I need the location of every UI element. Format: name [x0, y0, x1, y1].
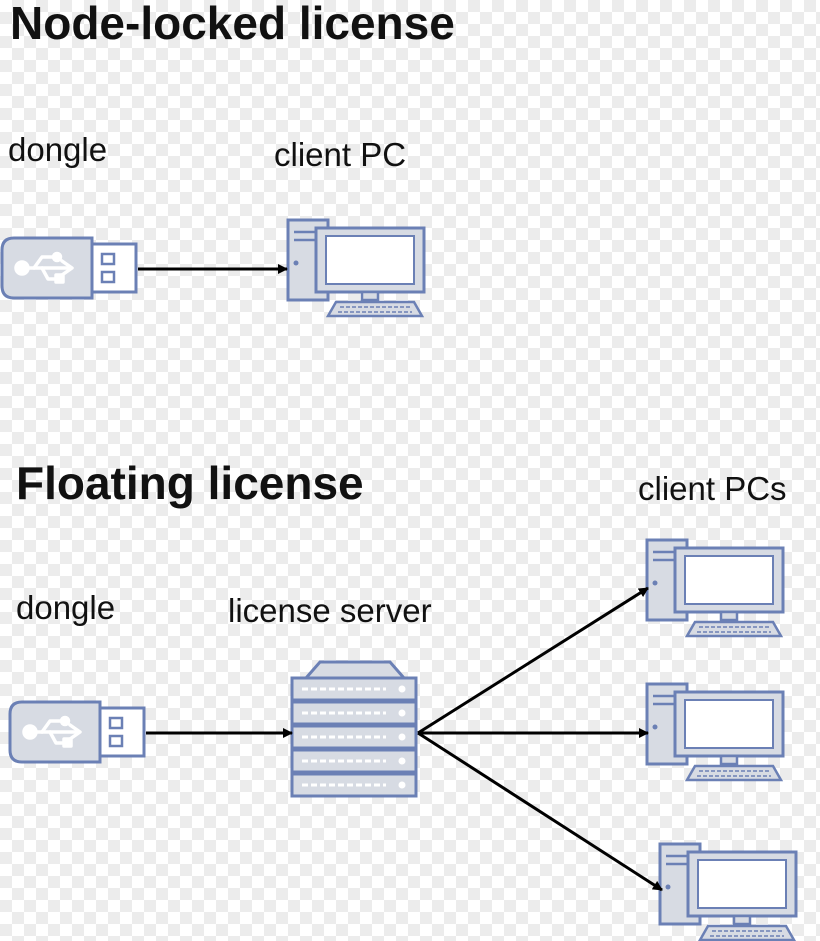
floating-clients-label: client PCs [638, 470, 787, 507]
usb-dongle-icon [0, 236, 138, 300]
node-locked-dongle-label: dongle [8, 131, 108, 168]
server-rack-icon [290, 660, 418, 798]
floating-dongle-label: dongle [16, 589, 116, 626]
desktop-pc-icon [658, 842, 798, 941]
desktop-pc-icon [645, 538, 785, 638]
server-to-client1-arrow [417, 586, 649, 735]
floating-title: Floating license [16, 457, 364, 509]
node-locked-client-label: client PC [274, 136, 407, 173]
floating-server-label: license server [228, 592, 432, 629]
usb-dongle-icon [8, 700, 146, 764]
server-to-client3-arrow [417, 731, 663, 892]
desktop-pc-icon [645, 682, 785, 782]
node-locked-title: Node-locked license [10, 0, 455, 49]
desktop-pc-icon [286, 218, 426, 318]
